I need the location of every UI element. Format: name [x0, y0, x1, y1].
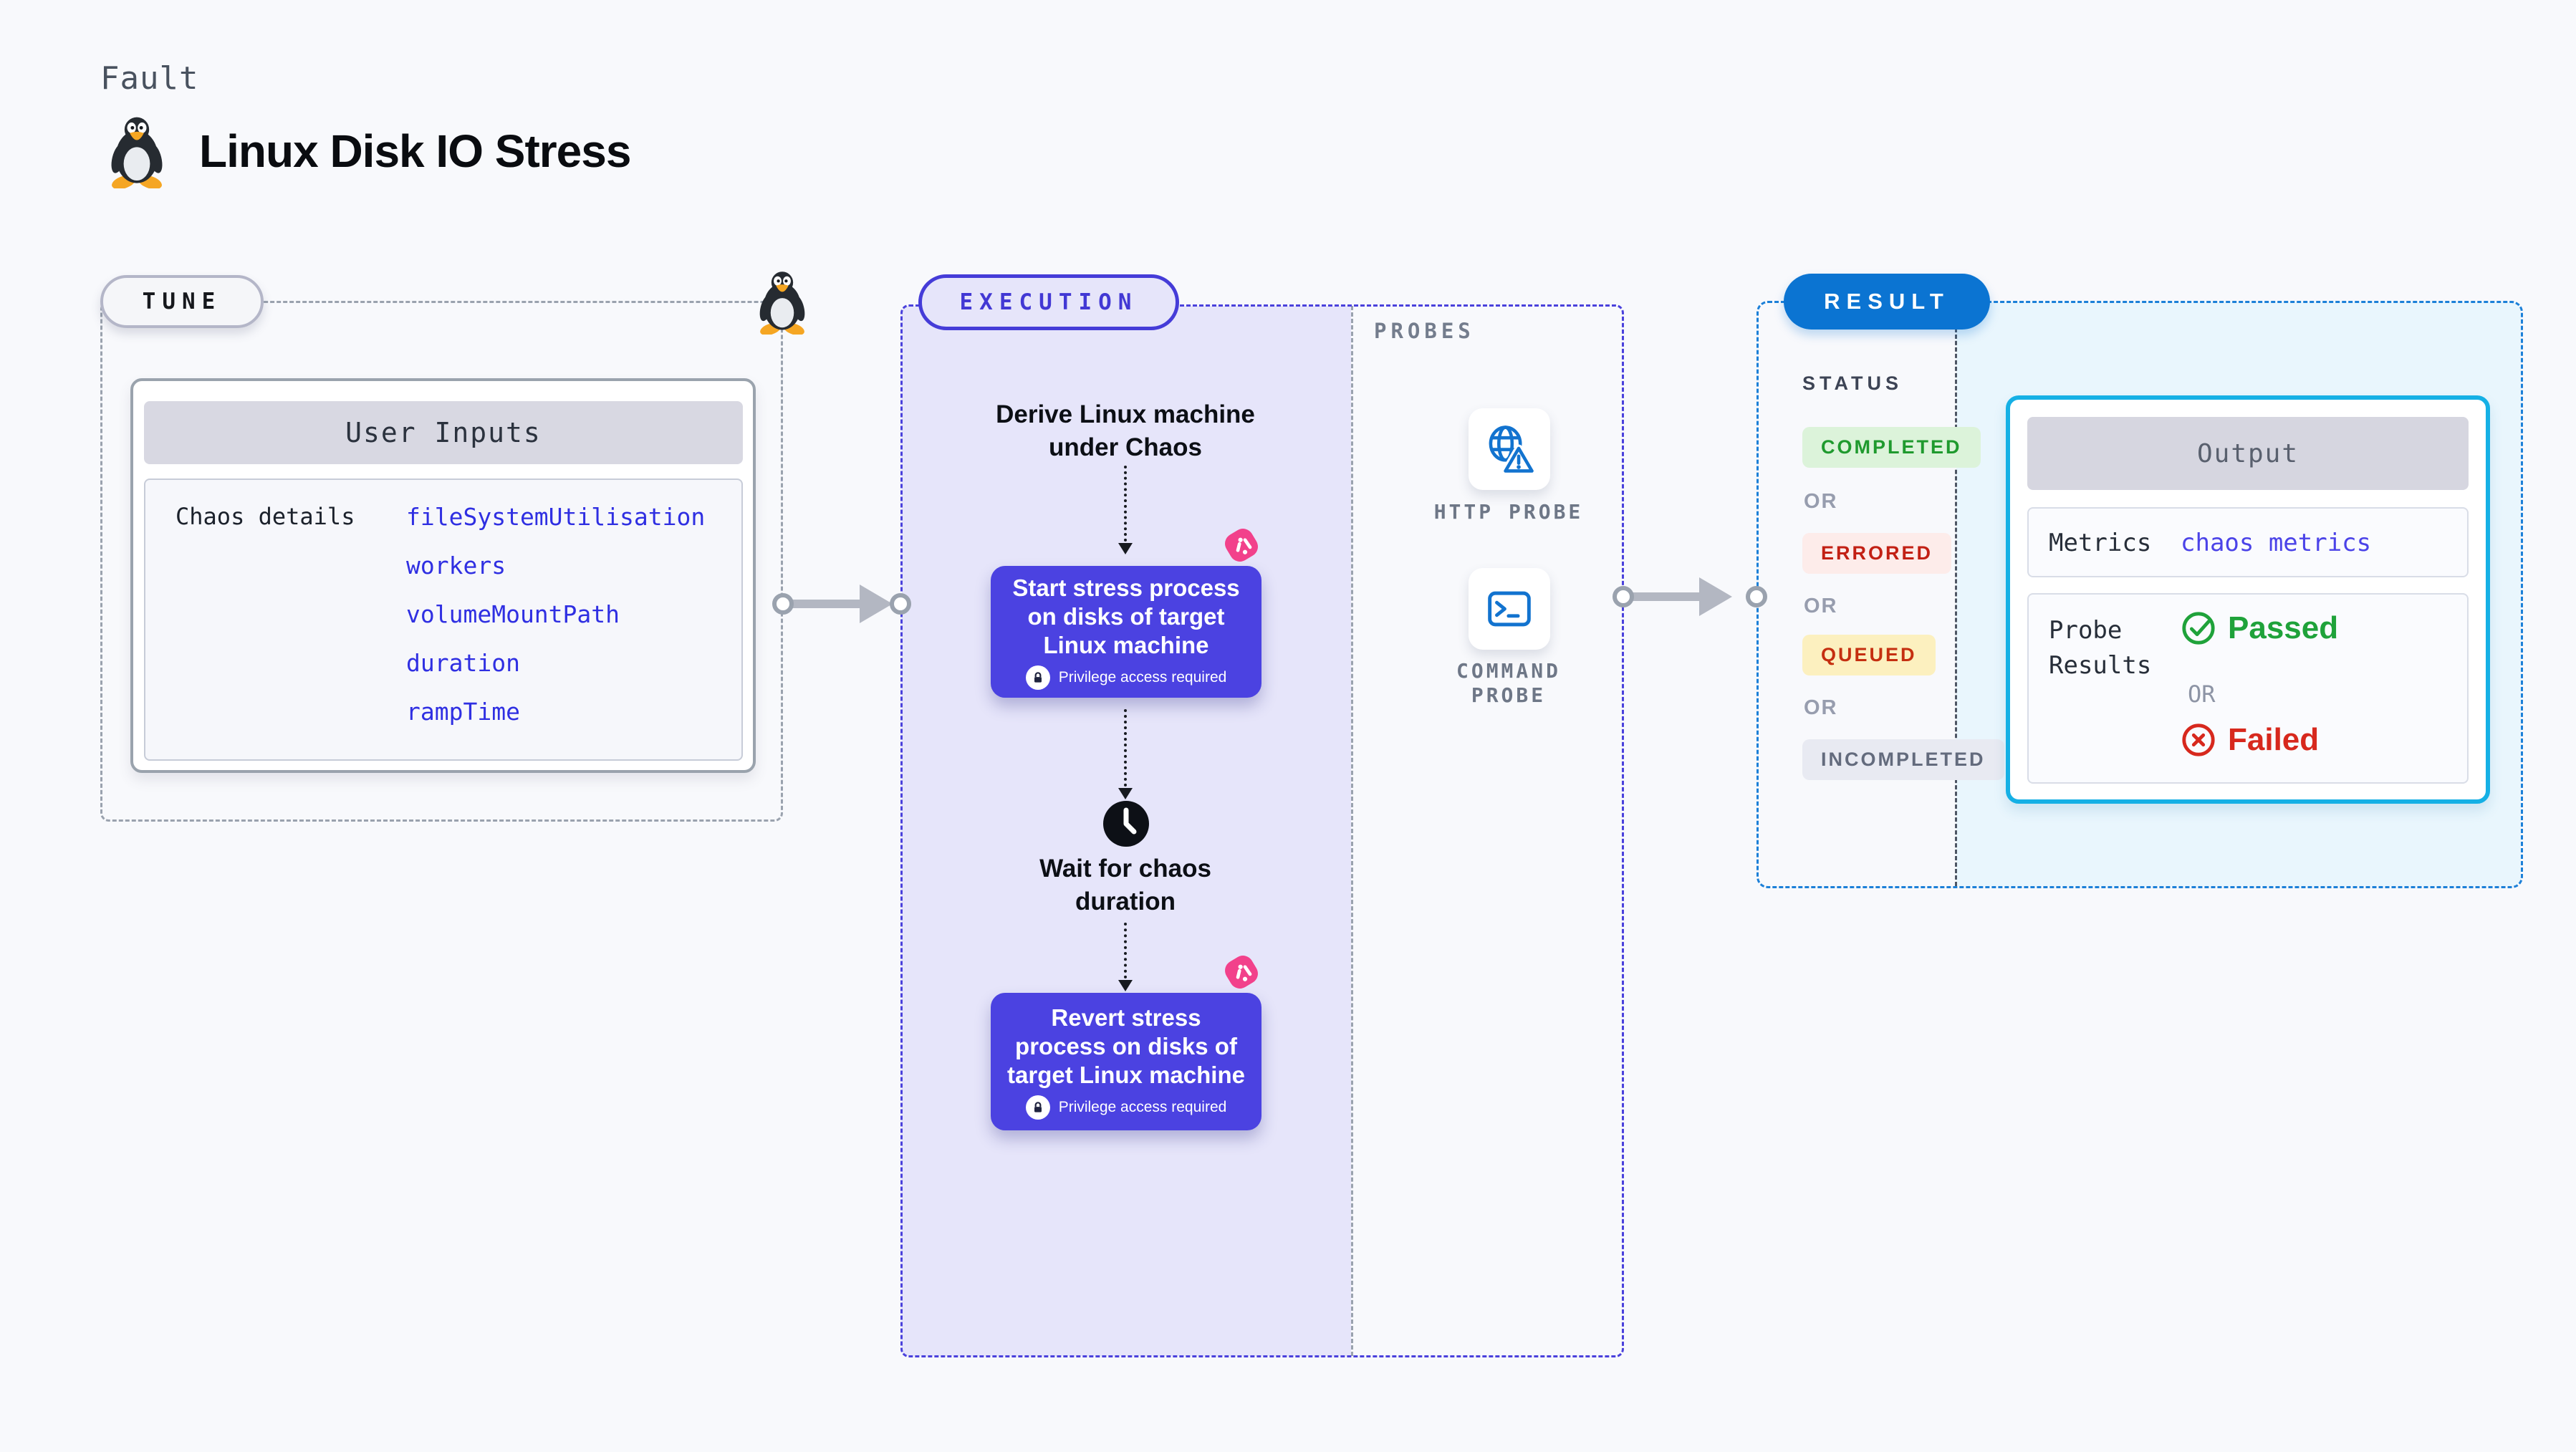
status-badge-queued: QUEUED	[1802, 635, 1936, 675]
lock-icon	[1025, 665, 1050, 691]
output-header: Output	[2027, 417, 2469, 490]
user-inputs-body	[144, 479, 743, 761]
probe-results-label: Probe Results	[2049, 616, 2152, 681]
derive-step-label: Derive Linux machine under Chaos	[996, 400, 1255, 461]
tune-badge: TUNE	[100, 275, 264, 328]
input-workers: workers	[406, 552, 506, 580]
privilege-label: Privilege access required	[1058, 1099, 1227, 1116]
connector-dot-result	[1746, 586, 1767, 607]
tux-penguin-icon	[106, 115, 168, 188]
privilege-label: Privilege access required	[1058, 669, 1227, 686]
connector-line-left	[791, 600, 870, 608]
flow-connector-1	[1124, 466, 1127, 542]
probes-divider	[1351, 306, 1353, 1356]
execution-badge: EXECUTION	[918, 274, 1179, 330]
connector-dot-tune	[772, 593, 794, 615]
connector-arrowhead-right	[1699, 577, 1732, 616]
or-separator: OR	[2188, 681, 2216, 708]
flow-arrow-3	[1118, 980, 1133, 991]
flow-connector-3	[1124, 923, 1127, 979]
page-title: Linux Disk IO Stress	[199, 125, 631, 177]
tux-penguin-icon-small	[755, 269, 809, 335]
failed-label: Failed	[2228, 722, 2320, 757]
http-probe-label: HTTP PROBE	[1433, 500, 1584, 524]
probe-results-row: Probe Results Passed OR Failed	[2027, 593, 2469, 784]
connector-arrowhead-left	[860, 585, 893, 623]
status-badge-errored: ERRORED	[1802, 533, 1952, 574]
http-probe-card	[1469, 408, 1550, 490]
command-probe-card	[1469, 568, 1550, 650]
input-ramptime: rampTime	[406, 698, 520, 726]
wait-clock-icon	[1103, 801, 1149, 847]
connector-dot-execution	[890, 593, 911, 615]
or-separator: OR	[1804, 490, 1838, 513]
start-stress-title: Start stress process on disks of target …	[1012, 574, 1240, 659]
check-circle-icon	[2182, 612, 2215, 645]
flow-connector-2	[1124, 709, 1127, 787]
wait-step-label: Wait for chaos duration	[1039, 855, 1211, 915]
chaos-details-label: Chaos details	[176, 503, 355, 530]
probes-label: PROBES	[1374, 319, 1475, 343]
status-column-label: STATUS	[1802, 372, 1903, 394]
status-badge-incompleted: INCOMPLETED	[1802, 739, 2004, 780]
result-badge: RESULT	[1784, 274, 1990, 330]
input-duration: duration	[406, 649, 520, 677]
privilege-row: Privilege access required	[1025, 1095, 1227, 1120]
revert-stress-node: Revert stress process on disks of target…	[991, 993, 1261, 1130]
globe-alert-icon	[1489, 425, 1536, 475]
input-filesystemutilisation: fileSystemUtilisation	[406, 503, 706, 531]
result-divider	[1955, 302, 1957, 886]
status-badge-completed: COMPLETED	[1802, 427, 1981, 468]
chaos-metrics-link[interactable]: chaos metrics	[2181, 529, 2372, 557]
connector-line-right	[1632, 592, 1709, 601]
lock-icon	[1025, 1095, 1050, 1120]
metrics-row: Metrics chaos metrics	[2027, 507, 2469, 577]
start-stress-node: Start stress process on disks of target …	[991, 566, 1261, 698]
fault-kicker: Fault	[100, 60, 199, 97]
x-circle-icon	[2182, 723, 2215, 756]
command-probe-label: COMMAND PROBE	[1456, 659, 1561, 707]
metrics-label: Metrics	[2049, 529, 2152, 557]
privilege-row: Privilege access required	[1025, 665, 1227, 691]
terminal-icon	[1488, 591, 1531, 627]
input-volumemountpath: volumeMountPath	[406, 600, 620, 628]
flow-arrow-2	[1118, 788, 1133, 799]
flow-arrow-1	[1118, 543, 1133, 554]
connector-dot-probes	[1613, 586, 1634, 607]
revert-stress-title: Revert stress process on disks of target…	[1007, 1004, 1245, 1089]
or-separator: OR	[1804, 696, 1838, 719]
or-separator: OR	[1804, 595, 1838, 617]
user-inputs-header: User Inputs	[144, 401, 743, 464]
passed-result: Passed	[2181, 610, 2338, 646]
passed-label: Passed	[2228, 610, 2339, 645]
failed-result: Failed	[2181, 722, 2319, 758]
